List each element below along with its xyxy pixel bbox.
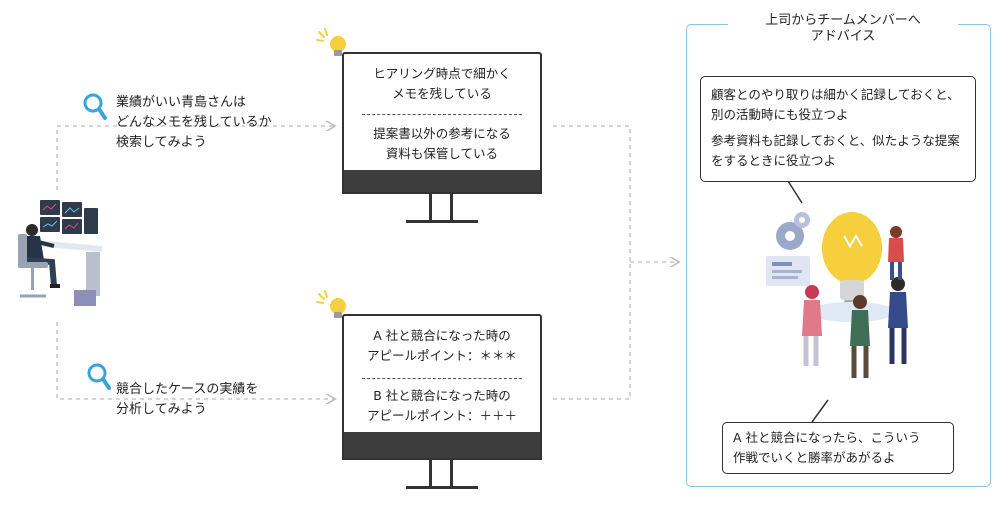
memo-entry: B 社と競合になった時の アピールポイント：＋＋＋ [344,386,540,426]
advice-text: 参考資料も記録しておくと、似たような提案をするときに役立つよ [711,133,960,168]
memo-entry: A 社と競合になった時の アピールポイント：＊＊＊ [344,326,540,366]
monitor-screen: ヒアリング時点で細かく メモを残している 提案書以外の参考になる 資料も保管して… [342,52,542,170]
monitor-bezel [342,170,542,194]
document-card [766,256,810,286]
monitor-stand [429,460,432,486]
light-bulb-icon [316,28,346,56]
memo-text: アピールポイント：＋＋＋ [366,408,517,423]
office-chair [18,234,48,298]
monitor-bezel [342,432,542,460]
person [802,285,822,366]
person [850,295,870,378]
person [888,226,904,280]
search-icon [87,363,111,390]
multi-monitor-setup [40,200,98,234]
worker-at-desk-illustration [18,200,102,306]
memo-entry: ヒアリング時点で細かく メモを残している [344,64,540,104]
caption-line: どんなメモを残しているか [116,115,272,130]
connector-top-monitor-out [553,125,631,262]
caption-line: 分析してみよう [116,402,207,417]
advice-text: 作戦でいくと勝率があがるよ [733,450,896,465]
desk [34,240,102,296]
memo-entry: 提案書以外の参考になる 資料も保管している [344,124,540,164]
gear-icon [776,212,810,250]
connector-bottom-monitor-out [553,262,631,400]
monitor-screen: A 社と競合になった時の アピールポイント：＊＊＊ B 社と競合になった時の ア… [342,314,542,432]
memo-search-caption: 業績がいい青島さんは どんなメモを残しているか 検索してみよう [116,93,272,153]
connector-worker-to-top-monitor [56,126,334,190]
monitor-stand [450,460,453,486]
memo-divider [362,378,522,379]
monitor-stand-base [406,220,478,223]
case-analysis-caption: 競合したケースの実績を 分析してみよう [116,380,258,420]
connector-worker-to-bottom-monitor [56,322,334,399]
storage-box [74,290,96,306]
memo-text: アピールポイント：＊＊＊ [366,348,517,363]
advice-panel-title: 上司からチームメンバーへ アドバイス [728,13,958,45]
speech-bubble-tail [811,399,829,423]
monitor-stand [429,194,432,220]
memo-text: メモを残している [392,86,492,101]
monitor-stand [450,194,453,220]
memo-text: B 社と競合になった時の [373,388,511,403]
memo-text: A 社と競合になった時の [373,328,511,343]
light-bulb-icon [316,290,346,318]
caption-line: 競合したケースの実績を [116,382,259,397]
panel-title-line: 上司からチームメンバーへ [765,13,921,28]
person [24,224,60,288]
search-icon [83,93,107,120]
caption-line: 検索してみよう [116,135,207,150]
advice-speech-bubble: A 社と競合になったら、こういう 作戦でいくと勝率があがるよ [722,422,954,474]
speech-bubble-tail [787,181,803,204]
advice-text: 顧客とのやり取りは細かく記録しておくと、別の活動時にも役立つよ [711,87,960,122]
monitor-stand-base [406,486,478,489]
memo-text: 提案書以外の参考になる [373,126,511,141]
advice-text: A 社と競合になったら、こういう [733,430,921,445]
memo-text: ヒアリング時点で細かく [373,66,511,81]
memo-divider [362,114,522,115]
caption-line: 業績がいい青島さんは [116,95,247,110]
light-bulb-icon [822,212,882,306]
panel-title-line: アドバイス [810,29,876,44]
person [888,277,908,364]
memo-text: 資料も保管している [385,146,499,161]
team-idea-illustration [766,212,908,378]
advice-speech-bubble: 顧客とのやり取りは細かく記録しておくと、別の活動時にも役立つよ 参考資料も記録し… [700,76,976,182]
